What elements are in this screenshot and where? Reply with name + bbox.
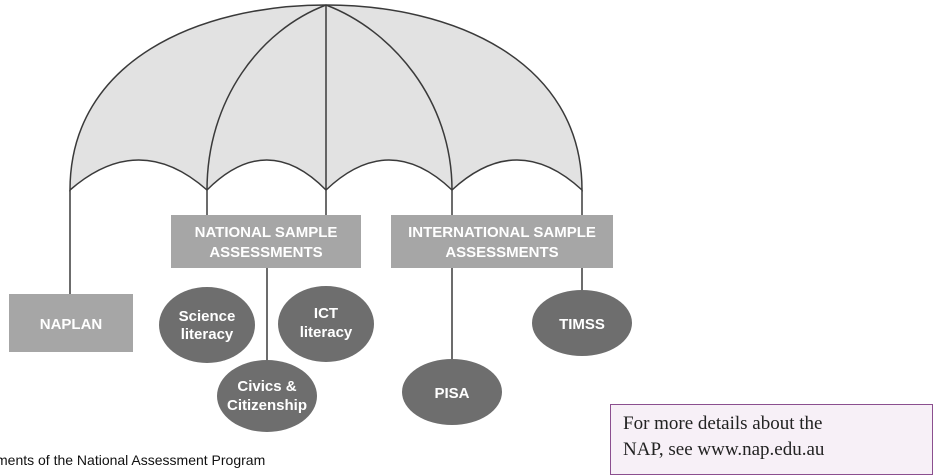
pisa-oval: PISA [402, 359, 502, 425]
international-box-line1: INTERNATIONAL SAMPLE [408, 224, 596, 241]
connector-lines [69, 190, 583, 368]
canopy-rib-left [206, 4, 327, 191]
civics-line2: Citizenship [227, 397, 307, 414]
ict-line1: ICT [314, 305, 338, 322]
science-line2: literacy [181, 326, 234, 343]
umbrella-canopy [69, 4, 583, 192]
national-box-line1: NATIONAL SAMPLE [195, 224, 338, 241]
pisa-label: PISA [434, 385, 469, 402]
note-line2: NAP, see www.nap.edu.au [623, 439, 825, 460]
international-box-line2: ASSESSMENTS [445, 244, 558, 261]
science-line1: Science [179, 308, 236, 325]
international-sample-box: INTERNATIONAL SAMPLE ASSESSMENTS [391, 215, 613, 268]
national-box-line2: ASSESSMENTS [209, 244, 322, 261]
figure-caption: ments of the National Assessment Program [0, 452, 266, 468]
canopy-rib-right [325, 4, 453, 191]
timss-label: TIMSS [559, 316, 605, 333]
nap-info-box: For more details about the NAP, see www.… [610, 404, 933, 475]
timss-oval: TIMSS [532, 290, 632, 356]
ict-line2: literacy [300, 324, 353, 341]
naplan-label: NAPLAN [40, 316, 103, 333]
national-sample-box: NATIONAL SAMPLE ASSESSMENTS [171, 215, 361, 268]
naplan-box: NAPLAN [9, 294, 133, 352]
note-line1: For more details about the [623, 413, 823, 434]
civics-line1: Civics & [237, 378, 296, 395]
civics-citizenship-oval: Civics & Citizenship [217, 360, 317, 432]
ict-literacy-oval: ICT literacy [278, 286, 374, 362]
science-literacy-oval: Science literacy [159, 287, 255, 363]
